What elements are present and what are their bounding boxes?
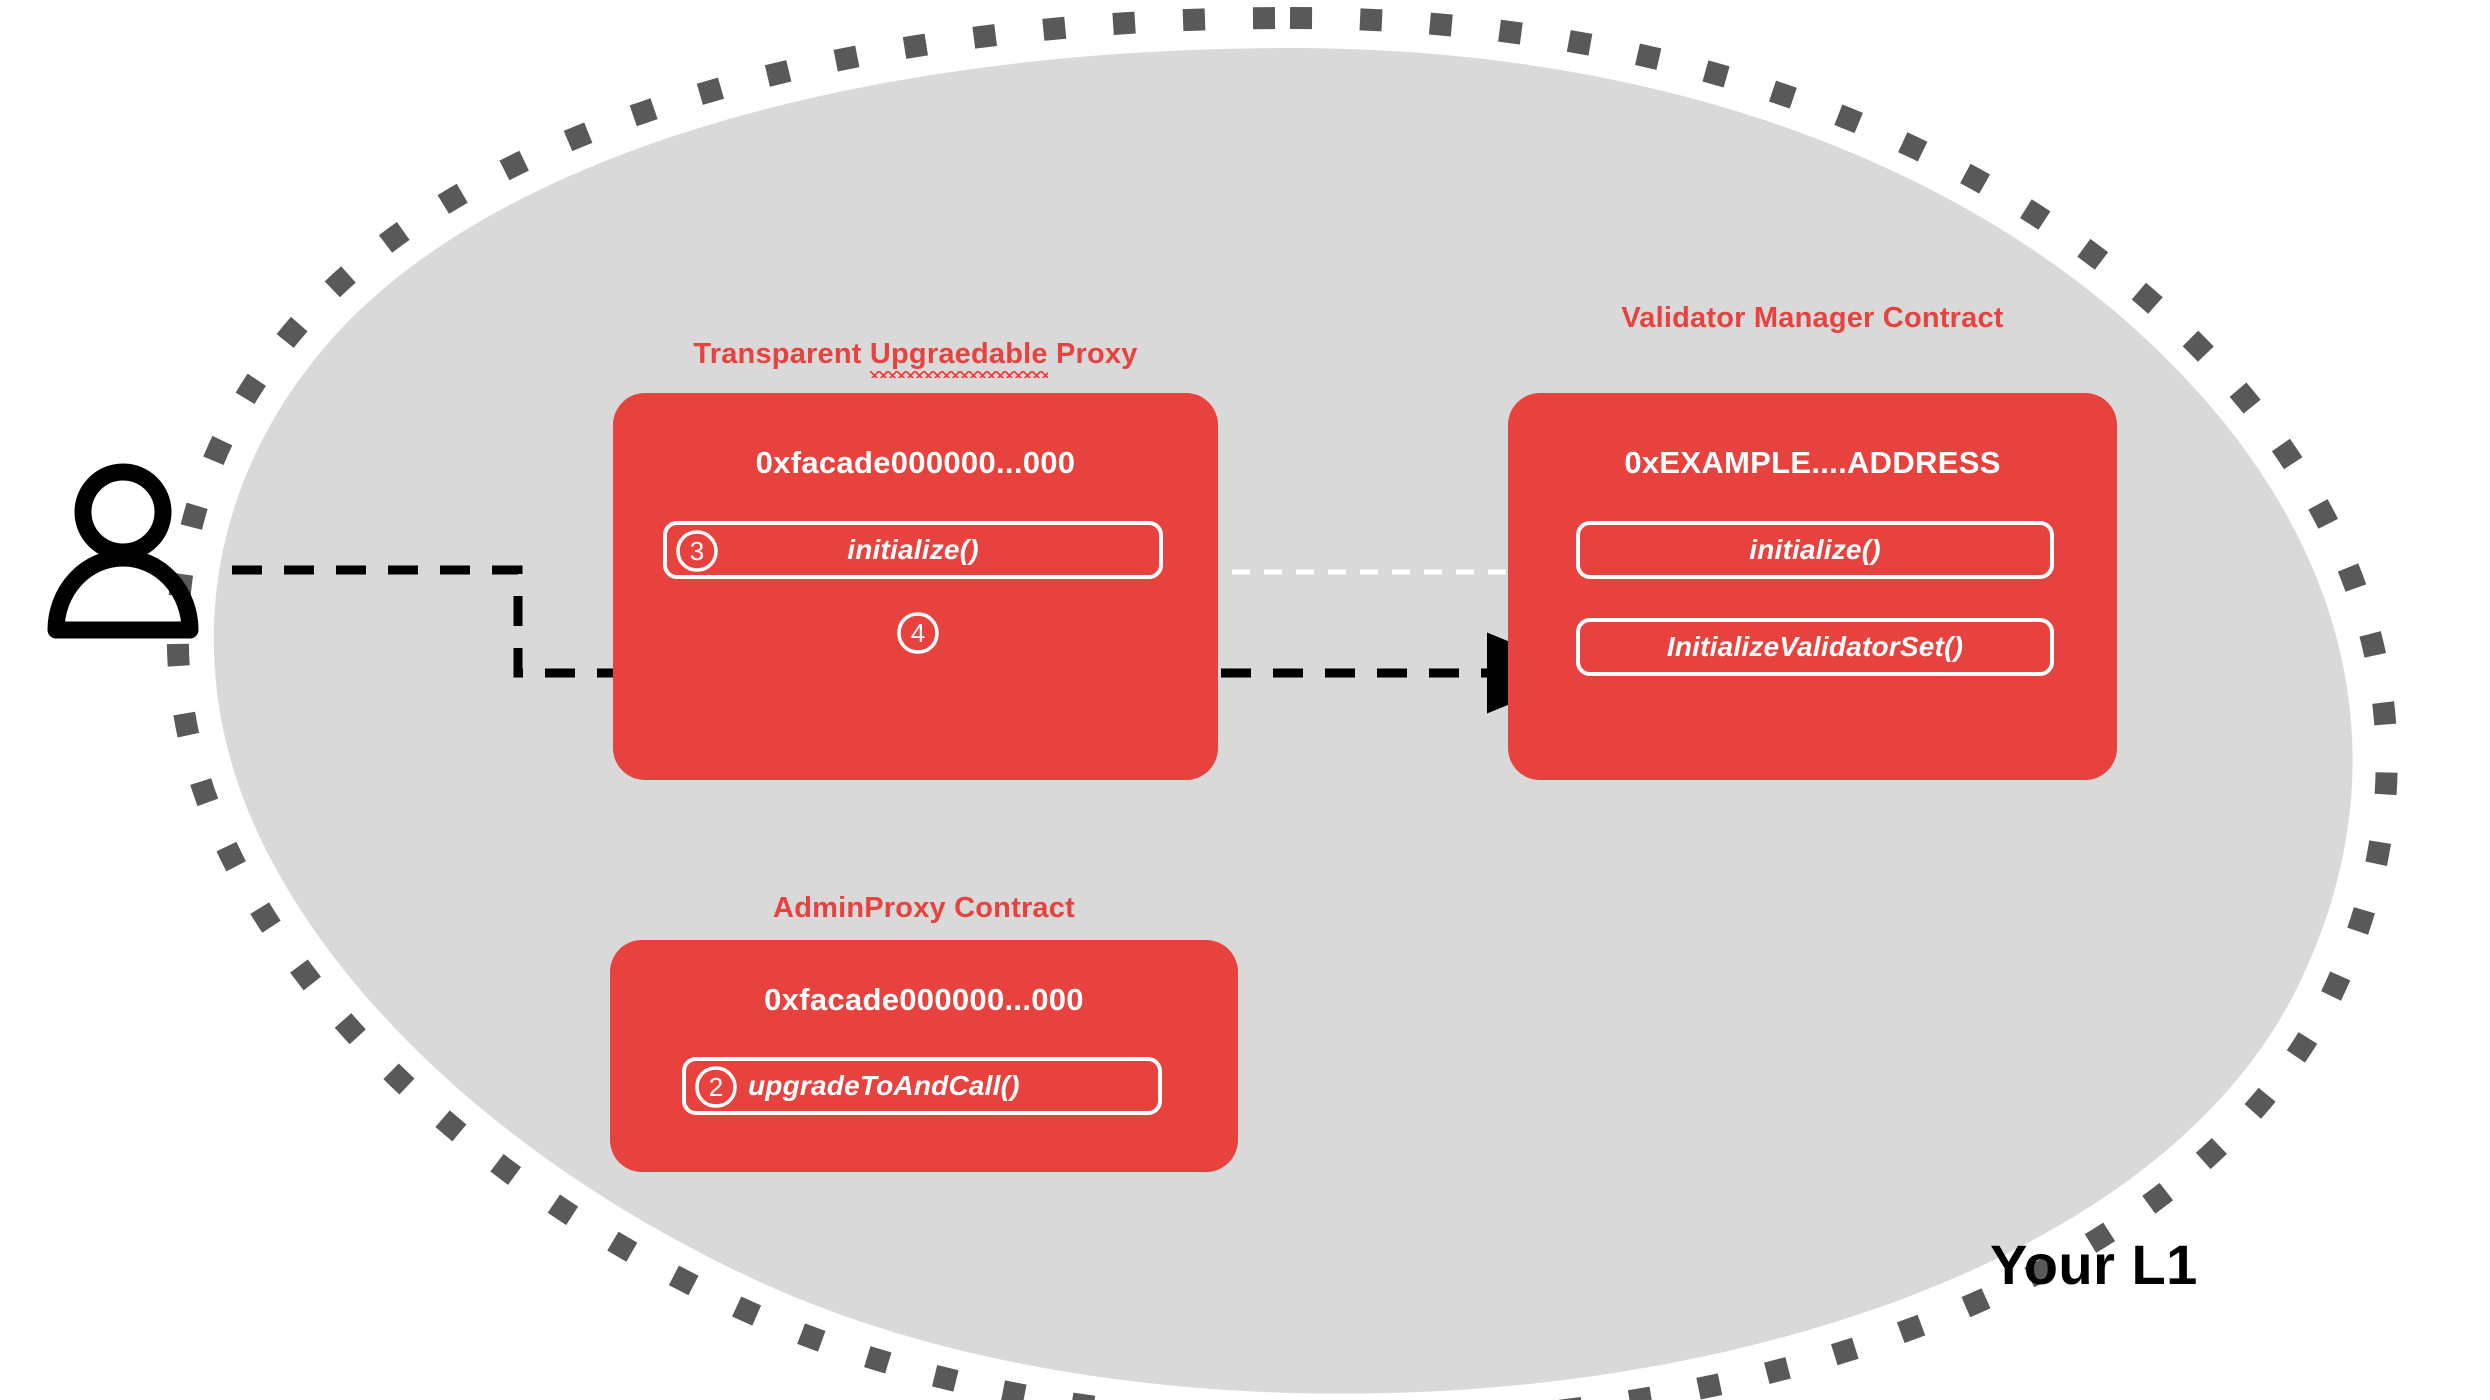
proxy-contract-card[interactable]: 0xfacade000000...000 3 initialize() 4 [613,393,1218,780]
region-dotted-border [166,6,2398,1400]
admin-proxy-card[interactable]: 0xfacade000000...000 2 upgradeToAndCall(… [610,940,1238,1172]
step-badge-4: 4 [896,611,940,655]
person-icon [47,463,199,639]
validator-manager-address: 0xEXAMPLE....ADDRESS [1624,445,2001,480]
function-pill-initializevalidatorset[interactable]: InitializeValidatorSet() [1576,618,2054,676]
misspelled-word: Upgraedable [869,336,1048,378]
validator-manager-title: Validator Manager Contract [1621,302,2004,334]
function-pill-initialize[interactable]: 3 initialize() [663,521,1163,579]
function-label-vm-initialize: initialize() [1749,534,1881,565]
function-pill-upgradetoandcall[interactable]: 2 upgradeToAndCall() [682,1057,1162,1115]
step-badge-3: 3 [675,529,719,573]
function-label-upgradetoandcall: upgradeToAndCall() [748,1070,1020,1101]
step-badge-2: 2 [694,1065,738,1109]
admin-proxy-title: AdminProxy Contract [773,892,1075,924]
step-badge-3-label: 3 [689,536,705,566]
function-label-initialize: initialize() [847,534,979,565]
function-pill-vm-initialize[interactable]: initialize() [1576,521,2054,579]
validator-manager-card[interactable]: 0xEXAMPLE....ADDRESS initialize() Initia… [1508,393,2117,780]
step-badge-2-label: 2 [708,1072,724,1102]
proxy-contract-address: 0xfacade000000...000 [755,445,1076,480]
proxy-title-line1: Transparent Upgraedable Proxy [693,336,1137,378]
function-label-initializevalidatorset: InitializeValidatorSet() [1666,631,1964,662]
step-badge-4-label: 4 [910,618,926,648]
admin-proxy-address: 0xfacade000000...000 [764,982,1084,1017]
region-label-your-l1: Your L1 [1990,1233,2198,1296]
